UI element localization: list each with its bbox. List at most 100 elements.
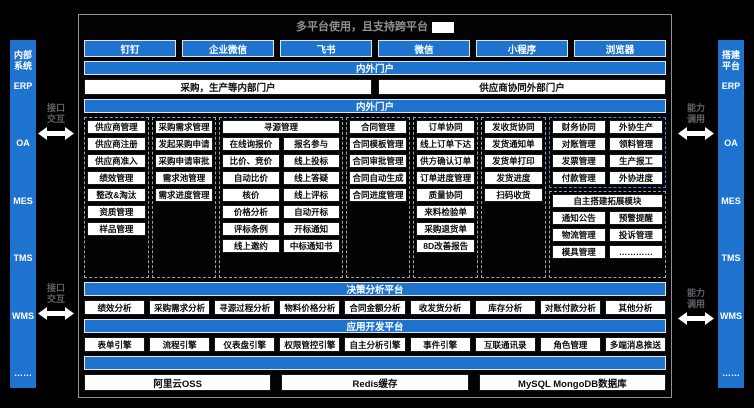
column-header: 供应商管理 — [87, 120, 146, 134]
column-header: 寻源管理 — [222, 120, 340, 134]
module-box: 预警提醒 — [608, 211, 664, 225]
module-box: 质量协同 — [416, 188, 476, 202]
column-demand-mgmt: 采购需求管理 发起采购申请采购申请审批需求池管理需求进度管理 — [151, 117, 217, 278]
link-label: 能力调用 — [686, 288, 705, 309]
bidirectional-arrow-icon — [38, 126, 74, 140]
module-box: 线上评标 — [282, 188, 340, 202]
column-sourcing-mgmt: 寻源管理 在线询报价比价、竞价自动比价核价价格分析评标条例线上邀约 报名参与线上… — [219, 117, 343, 278]
module-box: 采购退货单 — [416, 222, 476, 236]
link-label: 接口交互 — [46, 103, 65, 124]
module-box: 资质管理 — [87, 205, 146, 219]
column-header: 合同管理 — [348, 120, 408, 134]
sourcing-subcolumns: 在线询报价比价、竞价自动比价核价价格分析评标条例线上邀约 报名参与线上投标线上答… — [222, 137, 340, 275]
module-box: 合同自动生成 — [348, 171, 408, 185]
analysis-box: 对账付款分析 — [539, 300, 601, 315]
analysis-box: 收发货分析 — [409, 300, 471, 315]
extension-module-group: 自主搭建拓展模块 通知公告预警提醒物流管理投诉管理模具管理………… — [548, 191, 667, 278]
analysis-box: 库存分析 — [474, 300, 536, 315]
finance-subcolumns: 财务协同 对账管理发票管理付款管理 外协生产 领料管理生产报工外协进度 — [551, 120, 664, 185]
module-box: 线上答疑 — [282, 171, 340, 185]
module-box: 合同模板管理 — [348, 137, 408, 151]
client-box: 企业微信 — [182, 40, 274, 57]
column-header: 采购需求管理 — [154, 120, 214, 134]
engine-box: 角色管理 — [539, 337, 601, 352]
extension-items: 通知公告预警提醒物流管理投诉管理模具管理………… — [551, 211, 664, 259]
analysis-box: 合同金额分析 — [344, 300, 406, 315]
portal-box: 采购，生产等内部门户 — [84, 79, 372, 95]
client-box: 飞书 — [280, 40, 372, 57]
column-supplier-mgmt: 供应商管理 供应商注册供应商准入绩效管理整改&淘汰资质管理样品管理 — [84, 117, 149, 278]
column-header: 发收货协同 — [484, 120, 543, 134]
analysis-box: 寻源过程分析 — [214, 300, 276, 315]
capability-link-top-right: 能力调用 — [676, 103, 716, 140]
system-label: ERP — [721, 80, 741, 91]
build-platform-rail: 搭建平台 ERP OA MES TMS WMS …… — [718, 40, 744, 388]
analysis-row: 绩效分析采购需求分析寻源过程分析物料价格分析合同金额分析收发货分析库存分析对账付… — [84, 300, 666, 315]
sourcing-left: 在线询报价比价、竞价自动比价核价价格分析评标条例线上邀约 — [222, 137, 280, 275]
column-header: 外协生产 — [608, 120, 664, 134]
module-box: 报名参与 — [282, 137, 340, 151]
client-box: 钉钉 — [84, 40, 176, 57]
module-box: 自动比价 — [222, 171, 280, 185]
module-box: 8D改善报告 — [416, 239, 476, 253]
module-box: 生产报工 — [608, 154, 664, 168]
module-box: 比价、竞价 — [222, 154, 280, 168]
finance-extension-stack: 财务协同 对账管理发票管理付款管理 外协生产 领料管理生产报工外协进度 自主搭建… — [548, 117, 667, 278]
bidirectional-arrow-icon — [678, 311, 714, 325]
module-box: 需求池管理 — [154, 171, 214, 185]
dev-row: 表单引擎流程引擎仪表盘引擎权限管控引擎自主分析引擎事件引擎互联通讯录角色管理多端… — [84, 337, 666, 352]
rail-items: ERP OA MES TMS WMS …… — [718, 81, 744, 379]
engine-box: 事件引擎 — [409, 337, 471, 352]
module-box: 扫码收货 — [484, 188, 543, 202]
modules-banner: 内外门户 — [84, 99, 666, 113]
panel-title-text: 多平台使用，且支持跨平台 — [296, 21, 428, 33]
rail-header: 搭建平台 — [721, 50, 740, 72]
module-box: 在线询报价 — [222, 137, 280, 151]
analysis-box: 绩效分析 — [84, 300, 146, 315]
client-box: 小程序 — [476, 40, 568, 57]
engine-box: 表单引擎 — [84, 337, 146, 352]
module-box: 采购申请审批 — [154, 154, 214, 168]
module-box: 线上订单下达 — [416, 137, 476, 151]
capability-link-bottom-right: 能力调用 — [676, 288, 716, 325]
system-label: TMS — [721, 253, 741, 263]
module-box: ………… — [608, 245, 664, 259]
module-box: 付款管理 — [551, 171, 606, 185]
panel-title: 多平台使用，且支持跨平台 — [84, 19, 666, 36]
infra-box: MySQL MongoDB数据库 — [478, 374, 666, 391]
module-box: 供应商准入 — [87, 154, 146, 168]
interface-link-top-left: 接口交互 — [36, 103, 76, 140]
module-box: 开标通知 — [282, 222, 340, 236]
module-box: 评标条例 — [222, 222, 280, 236]
module-box: 发票管理 — [551, 154, 606, 168]
module-box: 来料检验单 — [416, 205, 476, 219]
bidirectional-arrow-icon — [678, 126, 714, 140]
module-box: 需求进度管理 — [154, 188, 214, 202]
system-label: …… — [722, 368, 740, 378]
engine-box: 权限管控引擎 — [279, 337, 341, 352]
system-label: OA — [724, 138, 738, 148]
module-box: 投诉管理 — [608, 228, 664, 242]
portal-box: 供应商协同外部门户 — [378, 79, 666, 95]
column-header: 订单协同 — [416, 120, 476, 134]
system-label: MES — [13, 195, 33, 206]
system-label: MES — [721, 195, 741, 206]
column-shipping-collab: 发收货协同 发货通知单发货单打印发货进度扫码收货 — [481, 117, 546, 278]
module-box: 发货通知单 — [484, 137, 543, 151]
module-box: 外协进度 — [608, 171, 664, 185]
module-box: 合同审批管理 — [348, 154, 408, 168]
system-label: TMS — [13, 253, 33, 263]
module-box: 物流管理 — [551, 228, 606, 242]
bidirectional-arrow-icon — [38, 306, 74, 320]
portal-banner: 内外门户 — [84, 61, 666, 75]
engine-box: 互联通讯录 — [474, 337, 536, 352]
extension-group-header: 自主搭建拓展模块 — [551, 194, 664, 208]
module-box: 线上邀约 — [222, 239, 280, 253]
system-label: WMS — [720, 310, 742, 321]
module-box: 通知公告 — [551, 211, 606, 225]
portal-row: 采购，生产等内部门户供应商协同外部门户 — [84, 79, 666, 95]
